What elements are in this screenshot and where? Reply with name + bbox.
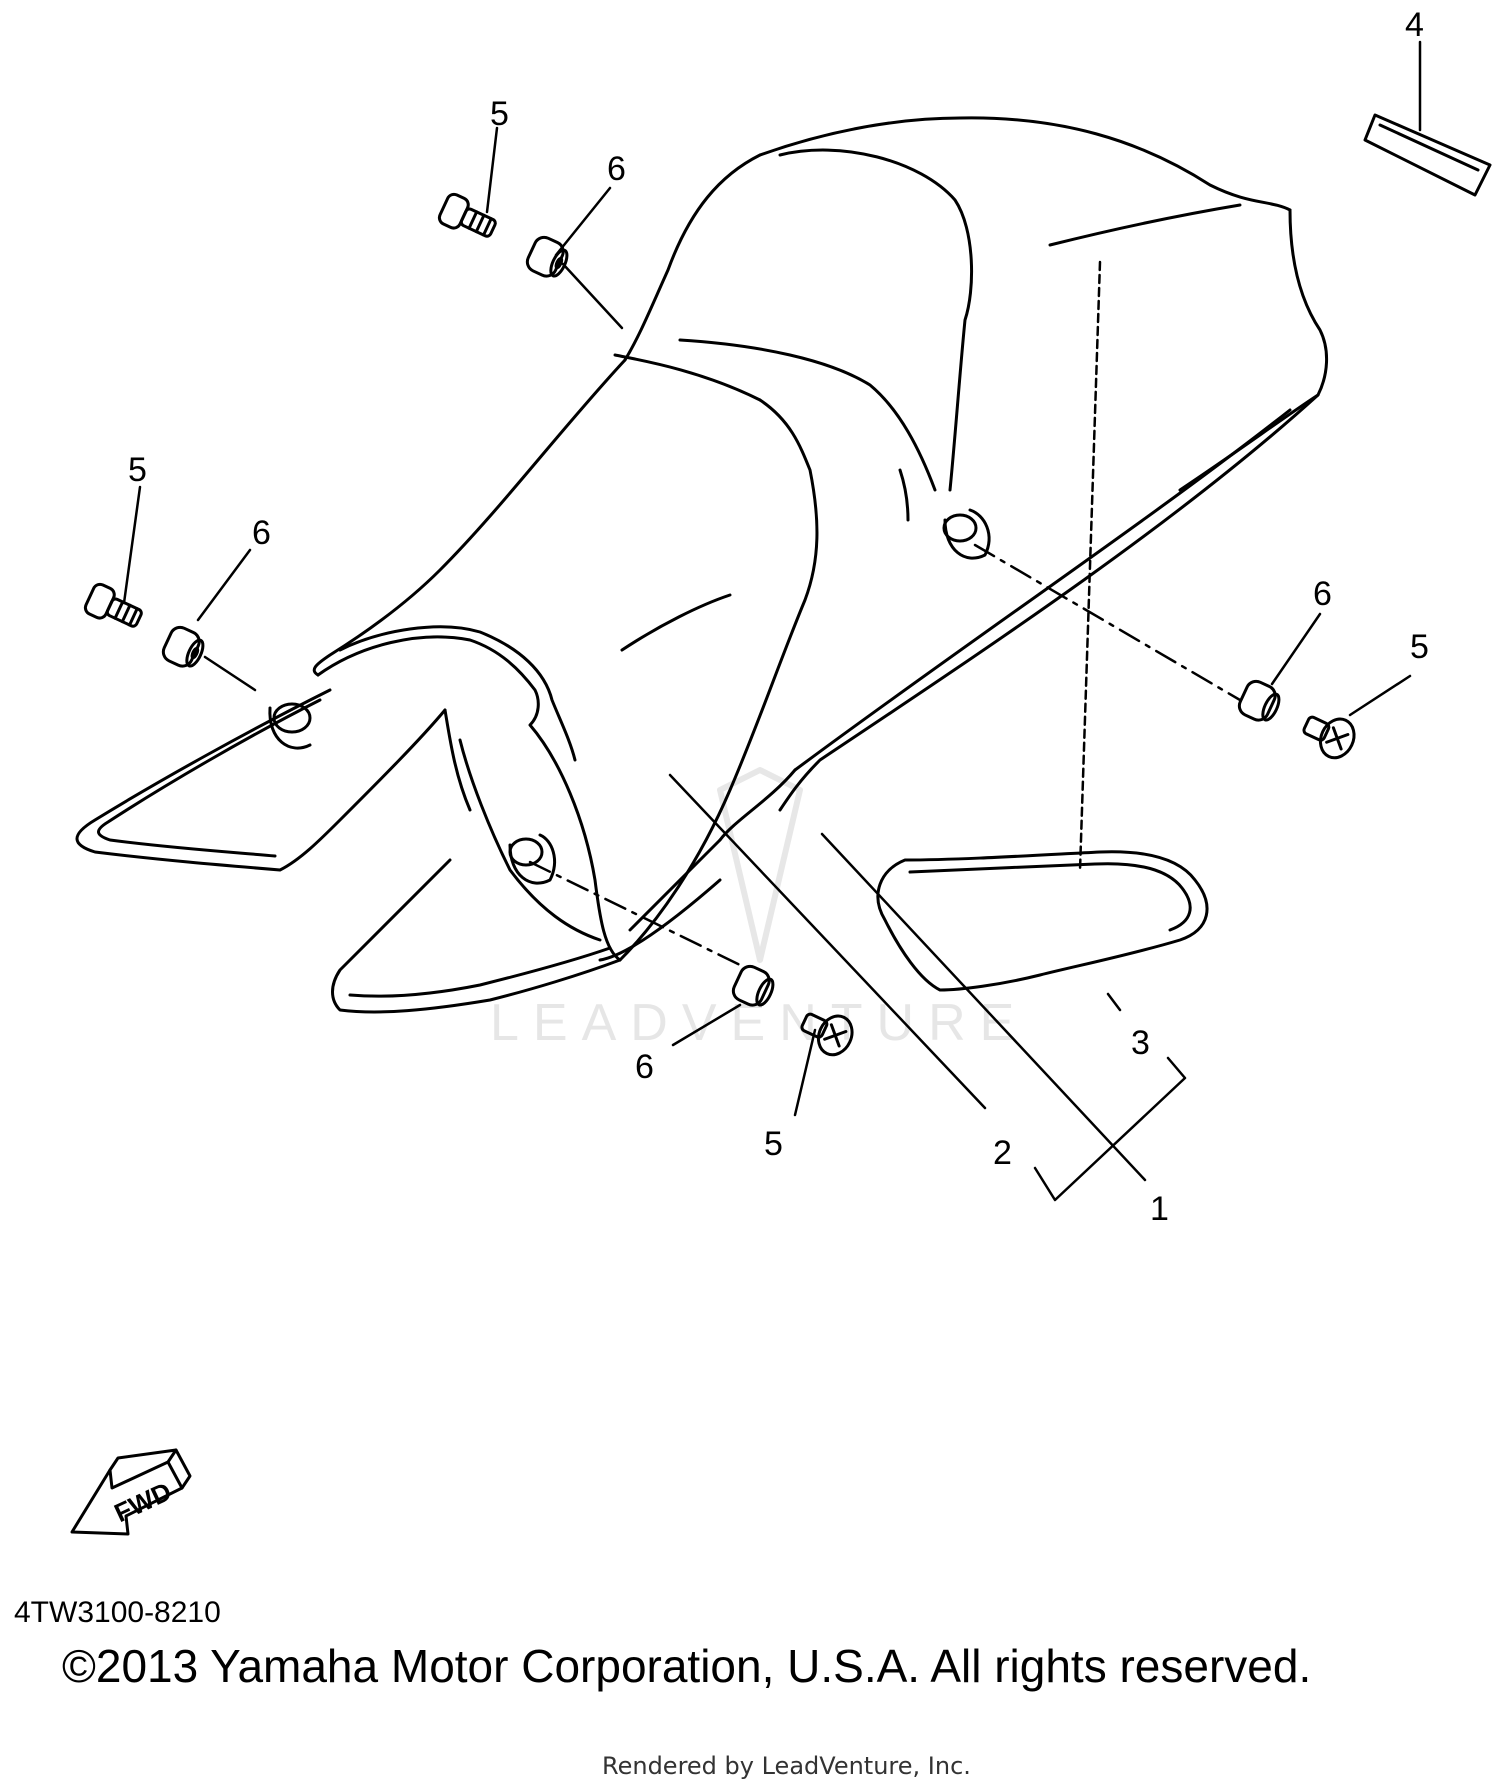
bolt-icon xyxy=(800,1012,854,1057)
callout-6: 6 xyxy=(607,150,626,188)
callout-5: 5 xyxy=(490,95,509,133)
grommet-icon xyxy=(1237,679,1281,722)
callout-2: 2 xyxy=(993,1134,1012,1172)
callout-4: 4 xyxy=(1405,6,1424,44)
seat-mounting-bosses xyxy=(268,508,991,885)
seat-pad-part-3 xyxy=(876,850,1209,992)
grommet-icon xyxy=(525,235,569,278)
seat-shell xyxy=(75,116,1329,1014)
callout-6: 6 xyxy=(1313,575,1332,613)
bolt-icon xyxy=(1302,715,1356,760)
bolt-icon xyxy=(83,582,143,628)
watermark: LEADVENTURE xyxy=(490,767,1014,1052)
tape-strip-part-4 xyxy=(1363,113,1492,197)
grommet-icon xyxy=(161,625,205,668)
callout-6: 6 xyxy=(252,514,271,552)
callout-labels: 4 5 6 5 6 6 5 6 5 3 2 1 xyxy=(128,6,1429,1228)
callout-5: 5 xyxy=(764,1125,783,1163)
callout-6: 6 xyxy=(635,1048,654,1086)
leader-lines xyxy=(122,40,1422,1202)
copyright-notice: ©2013 Yamaha Motor Corporation, U.S.A. A… xyxy=(62,1640,1312,1692)
callout-1: 1 xyxy=(1150,1190,1169,1228)
callout-5: 5 xyxy=(1410,628,1429,666)
diagram-part-number: 4TW3100-8210 xyxy=(14,1596,221,1629)
fwd-arrow-icon: FWD xyxy=(70,1448,192,1536)
callout-5: 5 xyxy=(128,451,147,489)
rendered-by-credit: Rendered by LeadVenture, Inc. xyxy=(602,1752,971,1780)
grommet-icon xyxy=(731,964,775,1007)
callout-3: 3 xyxy=(1131,1024,1150,1062)
bolt-icon xyxy=(437,192,497,238)
